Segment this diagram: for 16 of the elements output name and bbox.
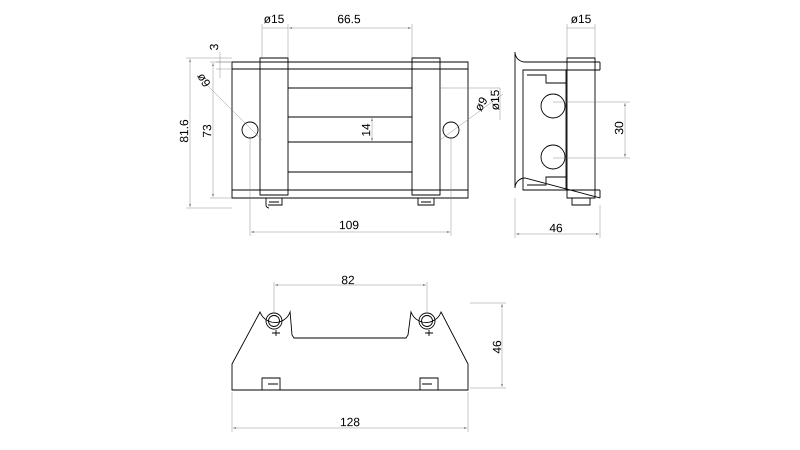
dimension-label: ø15: [490, 90, 500, 110]
dimension-label: 30: [614, 122, 624, 134]
dimension-label: 46: [492, 340, 502, 354]
dimension-label: 81.6: [180, 120, 188, 142]
dimension-label: 128: [340, 418, 360, 426]
dimension-label: 73: [202, 124, 212, 138]
dimension-label: 109: [340, 220, 358, 230]
dimension-label: 3: [210, 44, 218, 50]
dimension-label: ø15: [264, 14, 284, 24]
dimension-label: 46: [550, 224, 562, 232]
dimension-label: ø9: [196, 74, 210, 86]
dimension-label: ø9: [476, 97, 487, 112]
dimension-label: 82: [342, 276, 354, 284]
dimension-label: 66.5: [338, 14, 360, 24]
dimension-label: ø15: [570, 14, 591, 24]
dimension-label: 14: [362, 124, 370, 136]
